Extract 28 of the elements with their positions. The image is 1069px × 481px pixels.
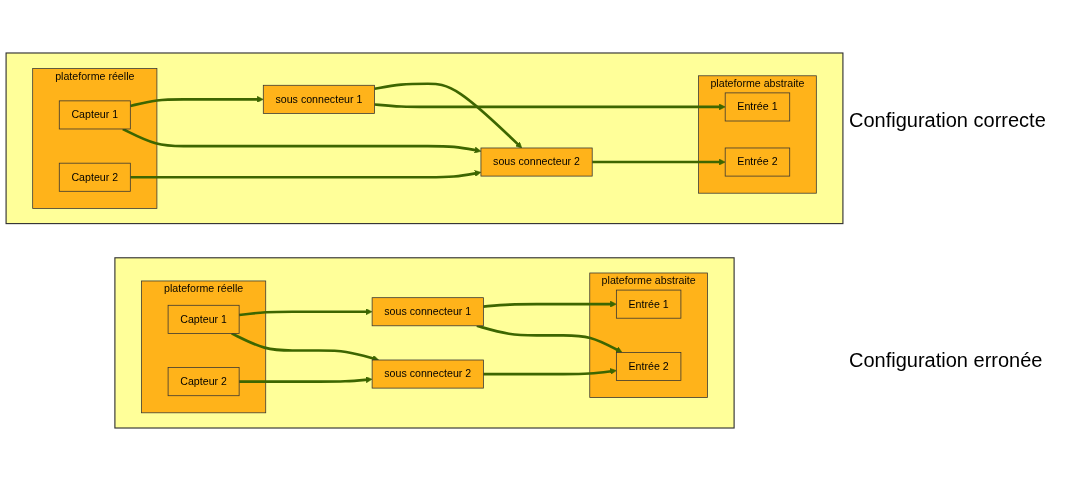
- node-box: Capteur 1: [58, 100, 131, 130]
- caption-text: Configuration correcte: [849, 108, 1046, 132]
- node-box: Capteur 2: [167, 367, 240, 397]
- arrow: [231, 332, 379, 362]
- node-box: Capteur 1: [167, 304, 240, 334]
- node-box: Entrée 2: [724, 147, 791, 177]
- arrow: [592, 158, 726, 166]
- node-box: Capteur 2: [58, 162, 131, 192]
- arrow: [239, 376, 373, 384]
- node-box: sous connecteur 2: [480, 147, 593, 177]
- arrow: [122, 127, 482, 154]
- arrow: [483, 300, 617, 308]
- node-box: Entrée 1: [616, 289, 682, 319]
- node-box: sous connecteur 2: [371, 359, 484, 389]
- node-box: sous connecteur 1: [262, 84, 375, 114]
- caption-text: Configuration erronée: [849, 349, 1043, 373]
- arrow: [374, 82, 523, 149]
- cluster: [114, 257, 735, 429]
- node-box: Entrée 1: [724, 92, 791, 122]
- cluster: [5, 52, 844, 225]
- node-box: Entrée 2: [616, 352, 682, 381]
- arrow: [238, 308, 373, 317]
- arrow: [476, 324, 623, 353]
- arrow: [130, 170, 482, 179]
- arrow: [374, 103, 726, 111]
- node-box: sous connecteur 1: [371, 297, 484, 327]
- arrow: [483, 368, 617, 376]
- arrow: [130, 96, 264, 108]
